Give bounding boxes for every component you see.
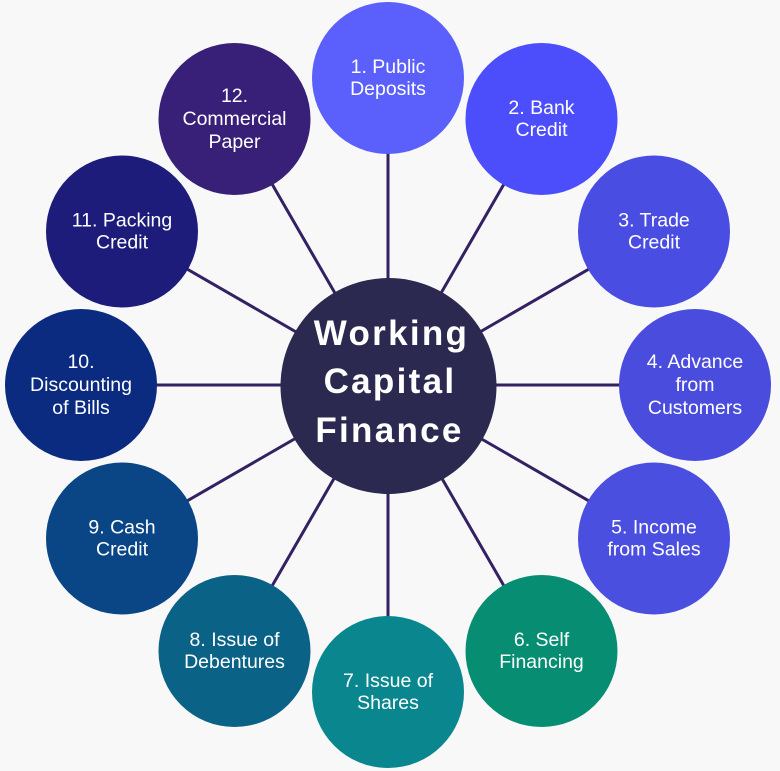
svg-text:Capital: Capital (324, 362, 457, 401)
svg-text:Finance: Finance (315, 411, 463, 450)
svg-text:Working: Working (314, 314, 469, 353)
